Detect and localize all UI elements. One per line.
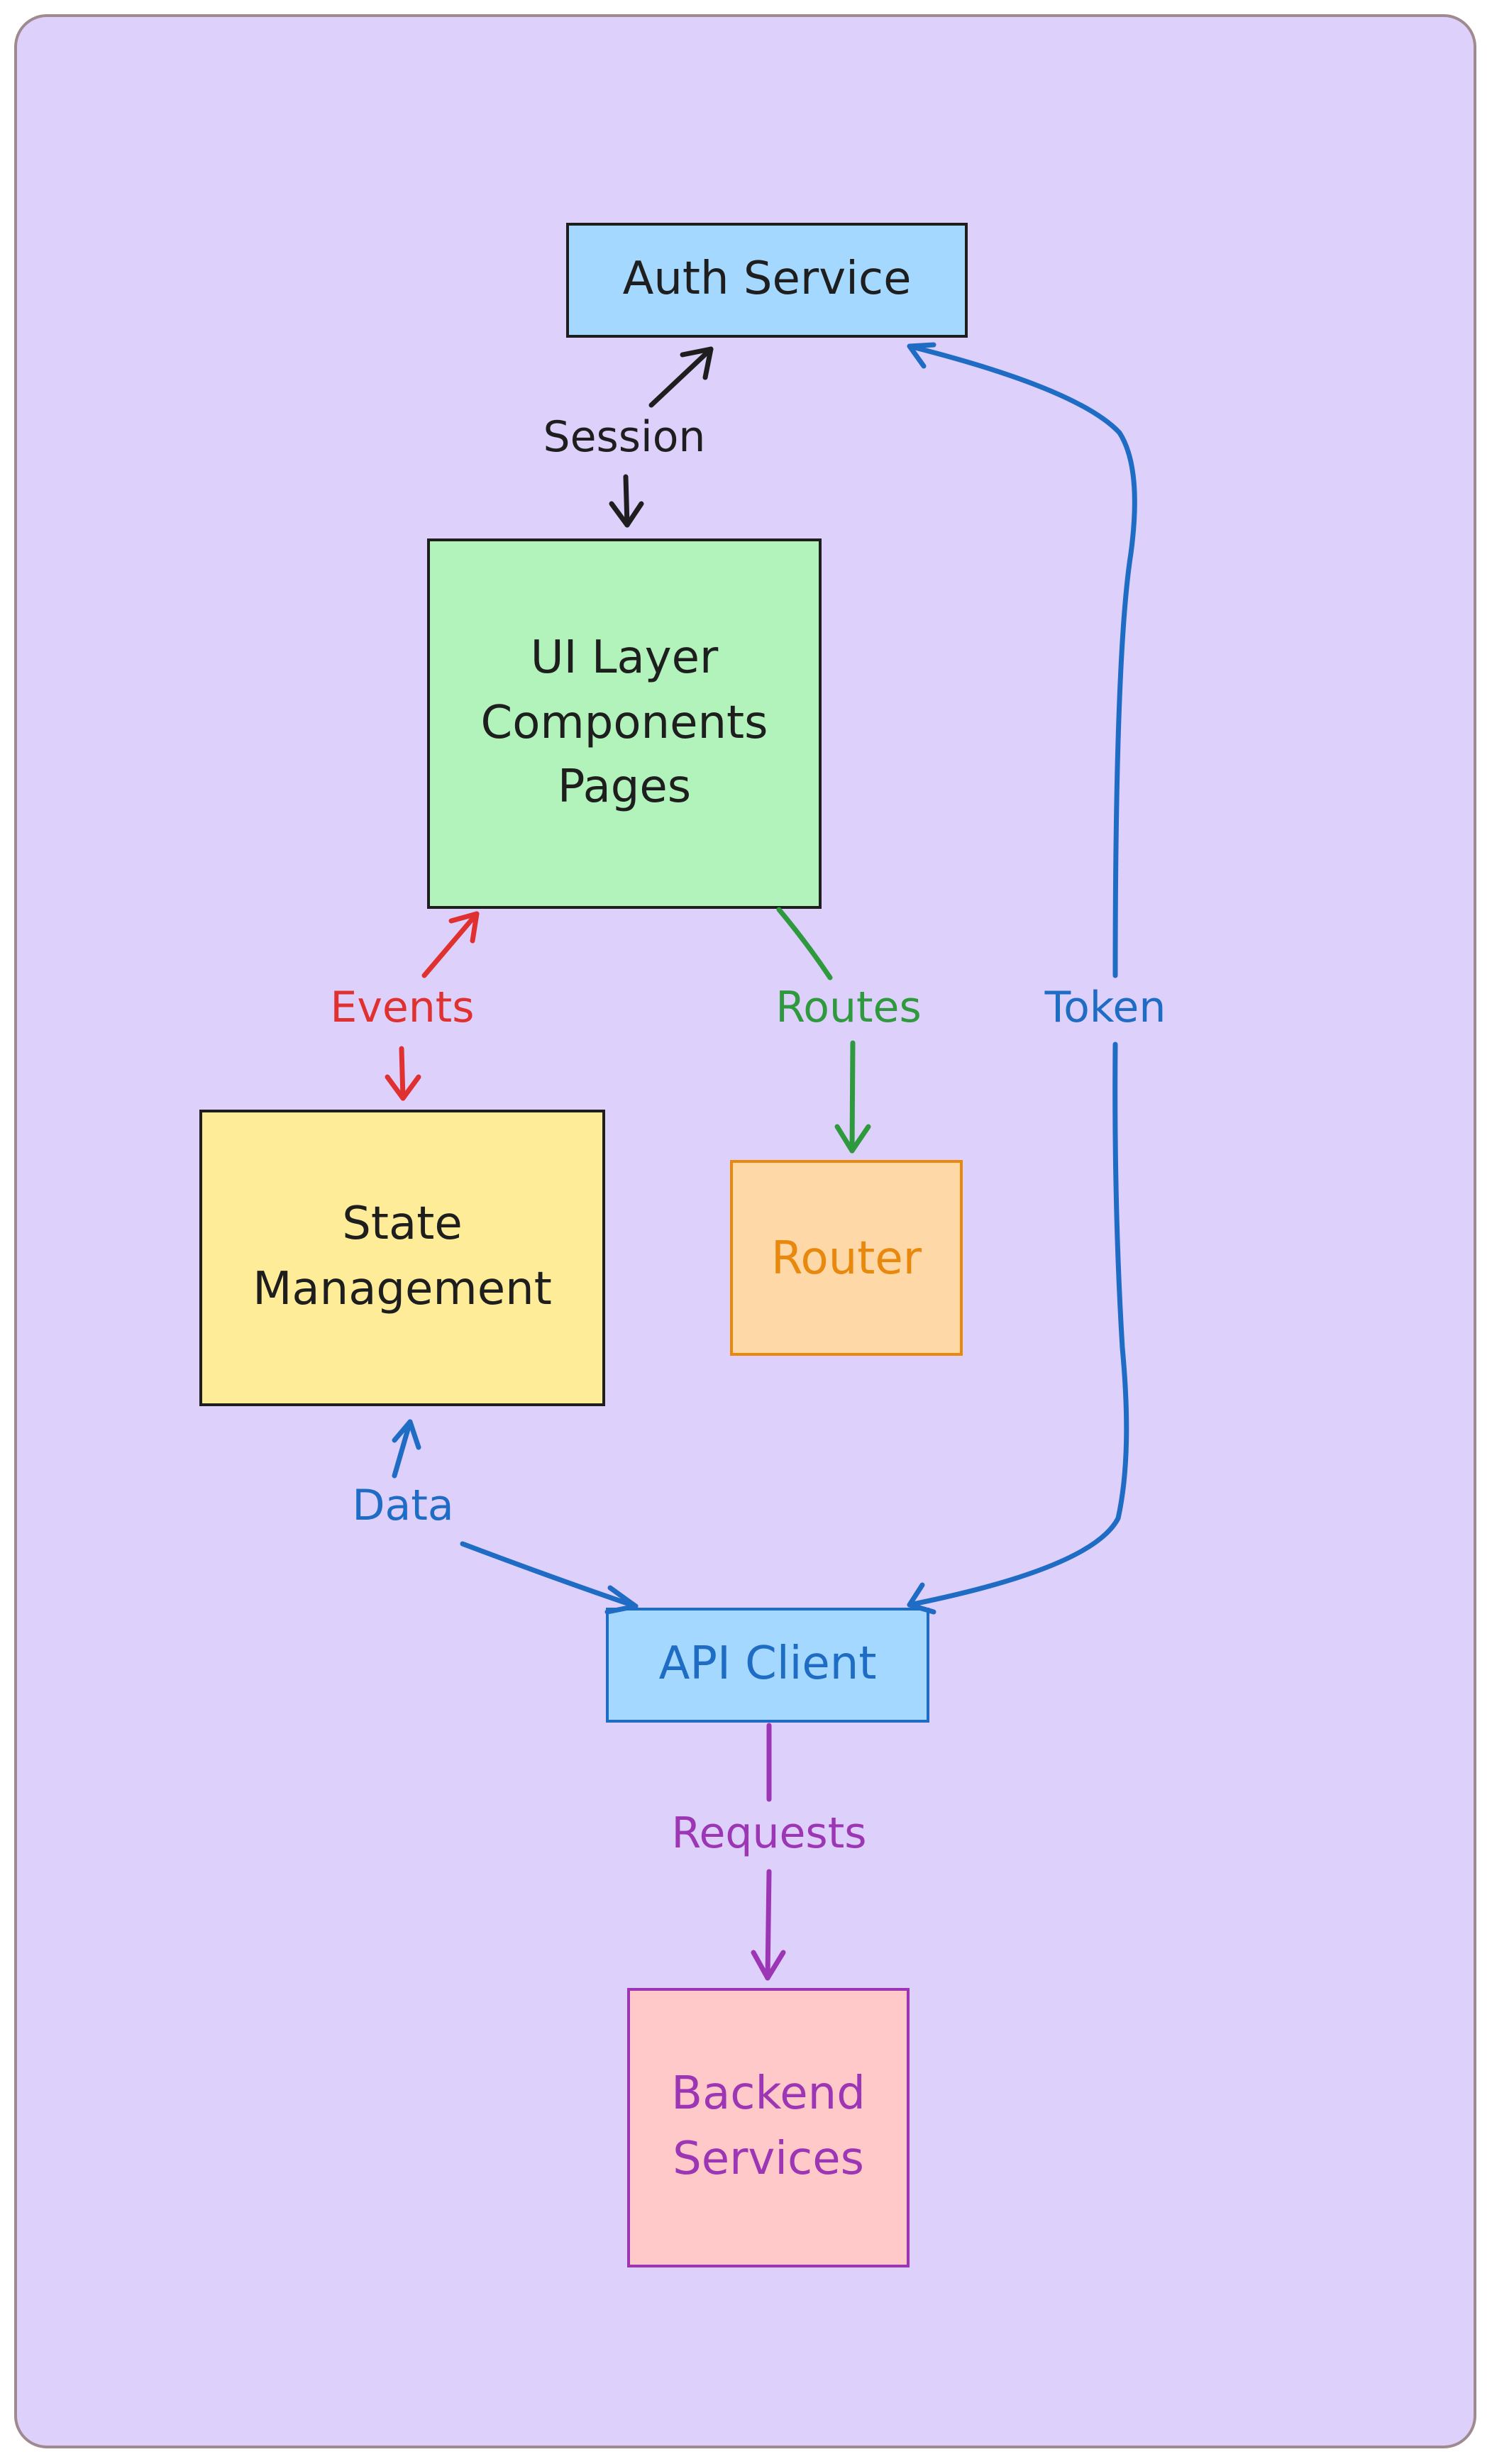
edge-requests (751, 1723, 786, 1981)
edge-session-label: Session (543, 412, 706, 462)
edge-requests-label: Requests (672, 1808, 867, 1858)
edge-data-label: Data (352, 1481, 453, 1530)
edge-routes-label: Routes (775, 983, 921, 1032)
node-ui-layer-label-2: Components (481, 697, 768, 749)
node-ui-layer-label-3: Pages (558, 761, 691, 813)
node-state-management[interactable]: State Management (199, 1110, 605, 1406)
node-api-client-label: API Client (659, 1637, 877, 1690)
node-backend-services-label-2: Services (673, 2133, 864, 2185)
edge-events-label: Events (330, 983, 474, 1032)
edge-routes (776, 907, 871, 1154)
node-backend-services[interactable]: Backend Services (627, 1988, 910, 2267)
node-auth-service[interactable]: Auth Service (566, 223, 968, 338)
node-state-management-label-1: State (342, 1198, 462, 1250)
edge-events (385, 911, 480, 1101)
node-ui-layer[interactable]: UI Layer Components Pages (427, 538, 822, 909)
node-api-client[interactable]: API Client (606, 1608, 929, 1723)
edge-data (392, 1419, 639, 1615)
node-router[interactable]: Router (730, 1160, 963, 1356)
node-auth-service-label: Auth Service (623, 253, 912, 305)
edge-token-label: Token (1044, 983, 1166, 1032)
node-state-management-label-2: Management (253, 1263, 552, 1315)
edge-token (907, 342, 1137, 1615)
node-ui-layer-label-1: UI Layer (531, 631, 719, 684)
node-backend-services-label-1: Backend (671, 2067, 866, 2120)
edge-session (609, 346, 714, 528)
node-router-label: Router (771, 1232, 922, 1285)
